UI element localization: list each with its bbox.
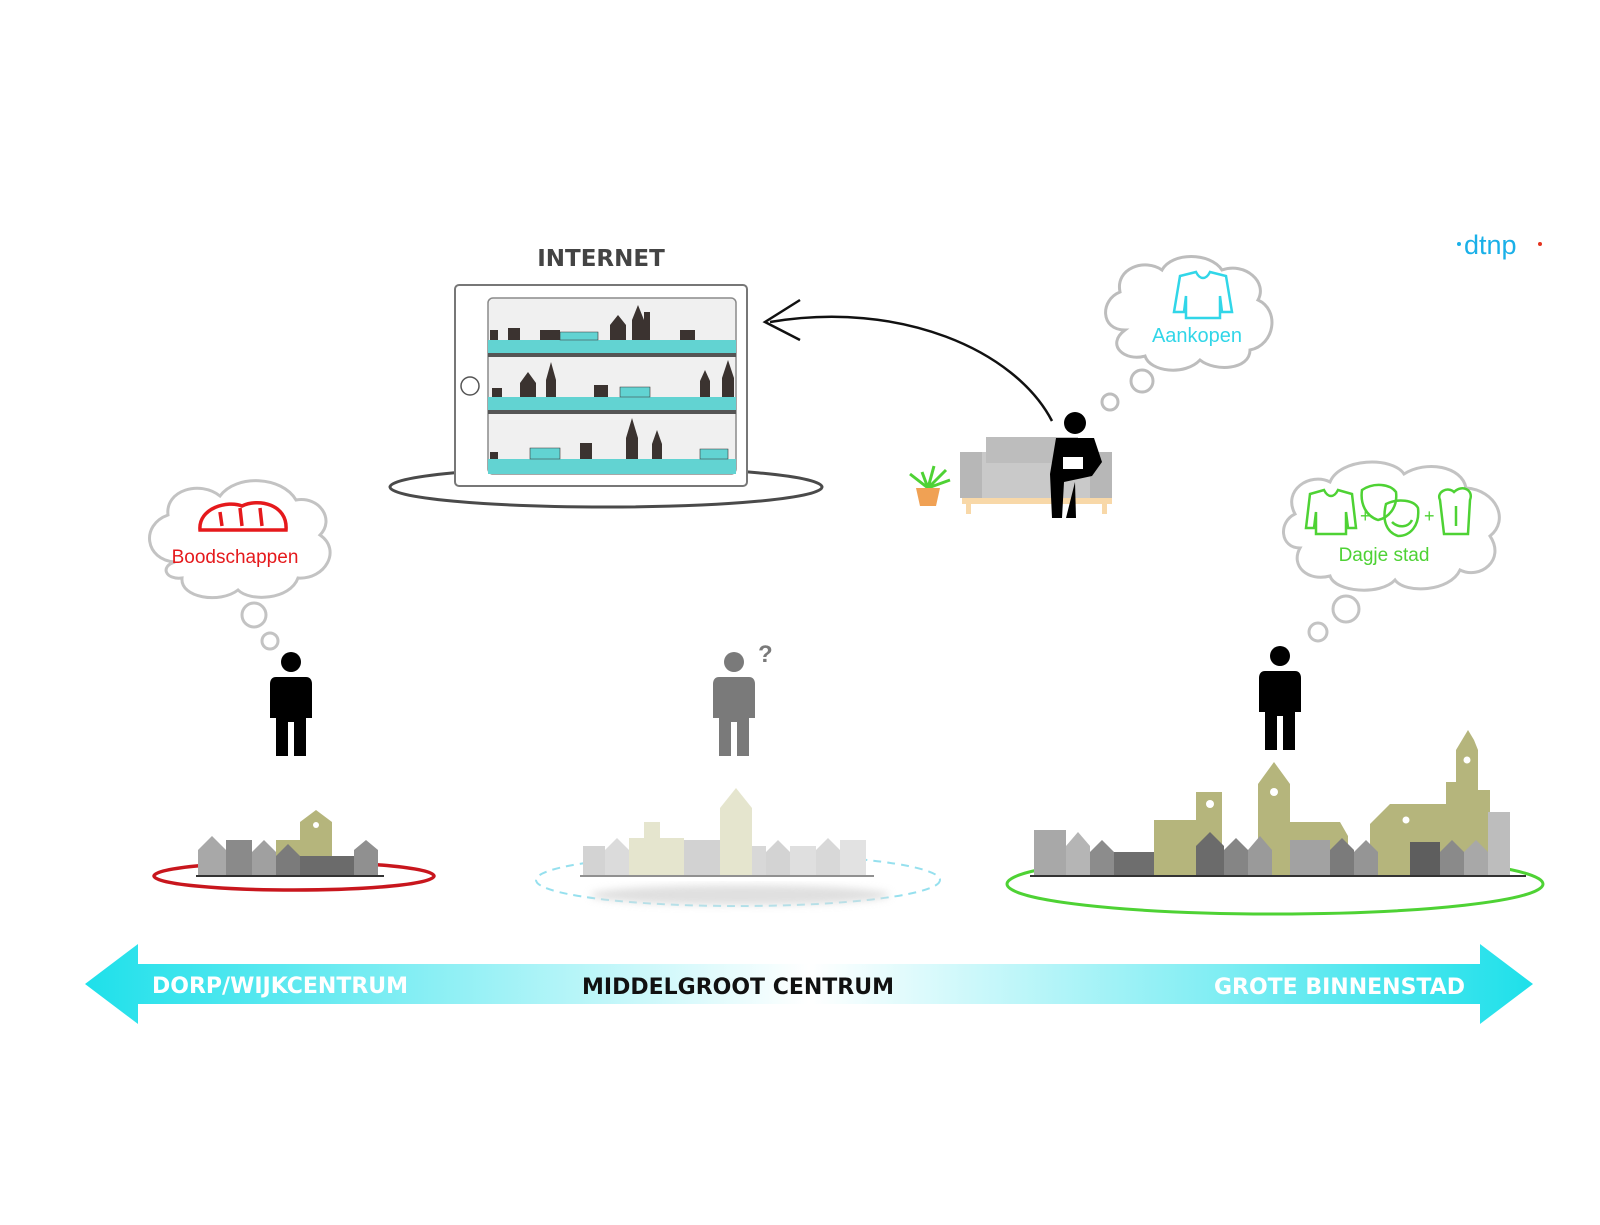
aankopen-label: Aankopen <box>1152 325 1242 347</box>
plant-icon <box>909 465 951 506</box>
theatre-masks-icon <box>1360 483 1420 538</box>
plus-sign-1: + <box>1360 506 1371 526</box>
dtnp-logo: dtnp <box>1457 230 1542 260</box>
axis-label-right: GROTE BINNENSTAD <box>1214 975 1465 1000</box>
internet-skyline-row-2 <box>488 360 736 410</box>
boodschappen-label: Boodschappen <box>172 547 299 568</box>
size-axis-arrow: DORP/WIJKCENTRUM MIDDELGROOT CENTRUM GRO… <box>85 944 1533 1024</box>
person-with-tablet-icon <box>1050 412 1102 518</box>
sweater-icon <box>1172 270 1234 320</box>
tablet-home-button <box>460 376 480 396</box>
middle-centre <box>535 788 941 907</box>
thought-dagje-stad: + + Dagje stad <box>1282 460 1501 643</box>
village-centre <box>152 810 436 892</box>
logo-text: dtnp <box>1464 230 1517 260</box>
internet-tablet: INTERNET <box>388 246 824 509</box>
person-city-icon <box>1259 646 1301 750</box>
online-arrow <box>769 315 1054 422</box>
beer-glass-icon <box>1437 487 1473 536</box>
couch-scene <box>909 412 1112 518</box>
thought-boodschappen: Boodschappen <box>148 479 332 651</box>
axis-label-left: DORP/WIJKCENTRUM <box>152 974 408 999</box>
internet-title: INTERNET <box>537 246 665 272</box>
plus-sign-2: + <box>1424 506 1435 526</box>
internet-skyline-row-3 <box>488 418 736 474</box>
thought-aankopen: Aankopen <box>1100 255 1274 412</box>
question-mark: ? <box>758 641 773 668</box>
person-village-icon <box>270 652 312 756</box>
dagje-sweater-icon <box>1304 488 1358 536</box>
bread-icon <box>198 501 288 532</box>
person-middle-icon: ? <box>713 641 773 756</box>
dagje-stad-label: Dagje stad <box>1339 545 1430 566</box>
arrow-head <box>762 298 801 342</box>
axis-label-center: MIDDELGROOT CENTRUM <box>582 975 894 1000</box>
internet-skyline-row-1 <box>488 305 736 353</box>
city-centre <box>1005 730 1545 916</box>
